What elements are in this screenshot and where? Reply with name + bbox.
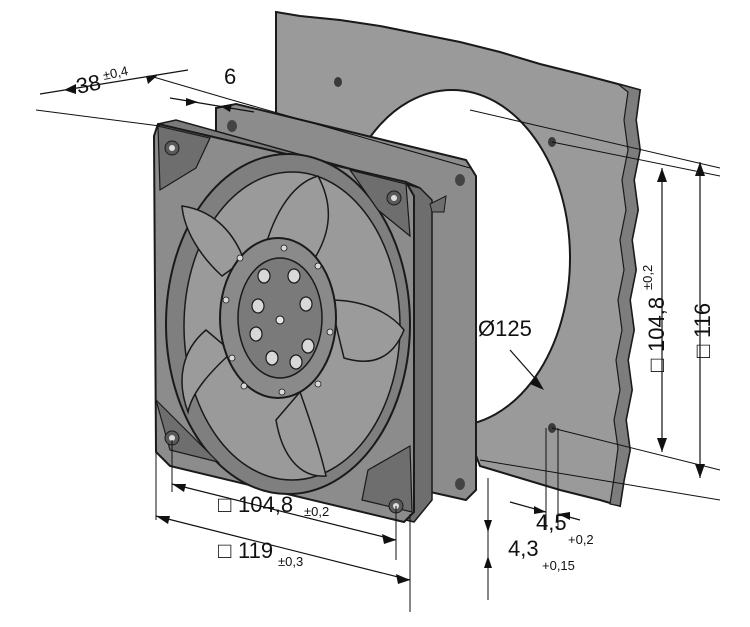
blade-left: [181, 329, 234, 415]
wire-lead: [429, 195, 447, 213]
panel-edge: [609, 83, 641, 507]
panel-square-outer-symbol: □: [690, 345, 715, 358]
hole-panel-tolerance: +0,2: [568, 532, 594, 547]
corner-boss-top-left: [157, 125, 211, 192]
corner-boss-bottom-right: [361, 444, 413, 514]
hub-holes: [249, 268, 315, 370]
blade-right: [329, 299, 405, 362]
panel-square-outer-value: 116: [690, 303, 715, 338]
panel-square-inner-symbol: □: [644, 359, 669, 372]
flange-value: 6: [224, 64, 236, 89]
fan-square-value: 119: [238, 538, 273, 563]
blade-bottom: [275, 390, 327, 477]
depth-value: 38: [74, 69, 103, 99]
back-frame-hole-1: [227, 120, 237, 132]
fan-hole-spacing-tolerance: ±0,2: [304, 504, 329, 519]
dimension-labels: 38 ±0,4 6 Ø125 □ 104,8 ±0,2 □ 116 □ 104,…: [74, 63, 715, 573]
hole-panel-value: 4,5: [536, 510, 567, 535]
depth-tolerance: ±0,4: [102, 63, 130, 83]
panel-hole-top: [334, 77, 342, 87]
fan-hole-spacing-value: 104,8: [238, 492, 293, 517]
cutout-diameter-value: Ø125: [478, 316, 532, 341]
dimension-lines: [35, 69, 721, 612]
hole-fan-value: 4,3: [508, 536, 539, 561]
fan-hole-spacing-symbol: □: [218, 492, 231, 517]
back-frame-hole-2: [455, 174, 465, 186]
panel-square-inner-value: 104,8: [644, 297, 669, 352]
hub-rim-dots: [222, 244, 334, 396]
corner-boss-top-right: [348, 169, 411, 238]
blade-upper-left: [181, 205, 245, 277]
panel-square-inner-tolerance: ±0,2: [640, 265, 655, 290]
hole-fan-tolerance: +0,15: [542, 558, 575, 573]
fan-square-tolerance: ±0,3: [278, 554, 303, 569]
fan-front-frame: [152, 119, 447, 524]
hub-center: [275, 315, 285, 325]
fan-square-symbol: □: [218, 538, 231, 563]
back-frame-hole-3: [455, 478, 465, 490]
